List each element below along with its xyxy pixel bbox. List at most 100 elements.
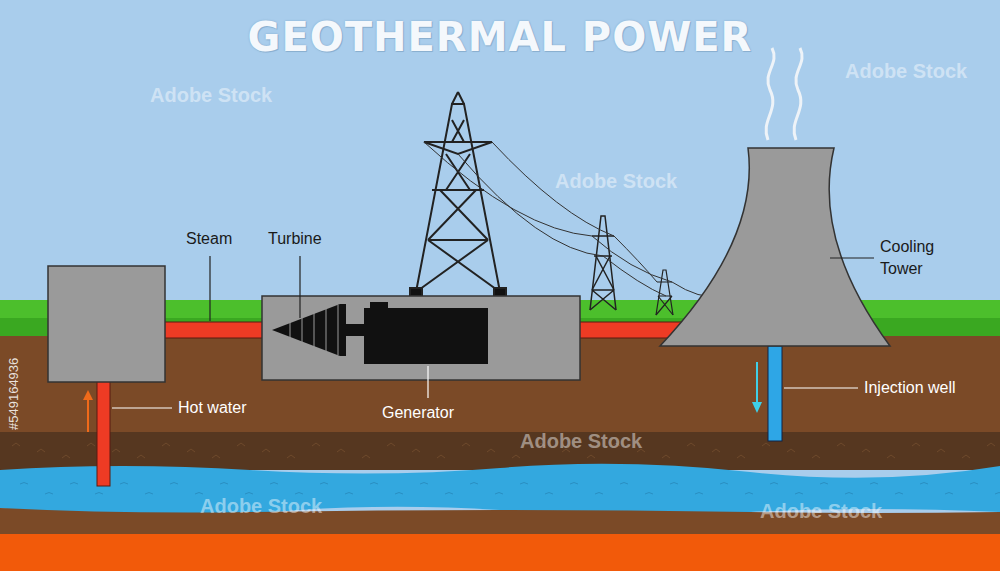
rock-texture <box>812 455 820 458</box>
turbine-blades <box>290 305 338 355</box>
watermark: Adobe Stock <box>150 84 272 107</box>
texture <box>12 443 1000 494</box>
water-texture <box>745 493 753 495</box>
water-texture <box>395 493 403 495</box>
water-texture <box>545 493 553 495</box>
water-texture <box>795 493 803 495</box>
watermark: Adobe Stock <box>520 430 642 453</box>
water-texture <box>170 483 178 485</box>
part-label: Steam <box>186 230 232 248</box>
rock-texture <box>387 443 395 446</box>
water-texture <box>295 493 303 495</box>
watermark: Adobe Stock <box>555 170 677 193</box>
power-line <box>424 142 720 297</box>
water-texture <box>670 483 678 485</box>
water-texture <box>645 493 653 495</box>
rock-texture <box>512 455 520 458</box>
water-texture <box>470 483 478 485</box>
hot-water-pipe <box>97 380 110 486</box>
water-texture <box>595 493 603 495</box>
rock-layer <box>0 432 1000 470</box>
water-texture <box>845 493 853 495</box>
water-texture <box>570 483 578 485</box>
rock-texture <box>787 449 795 452</box>
rock-texture <box>437 455 445 458</box>
water-texture <box>220 483 228 485</box>
rock-texture <box>487 449 495 452</box>
rock-texture <box>737 455 745 458</box>
rock-texture <box>37 449 45 452</box>
steam-pipe <box>163 322 265 338</box>
rock-texture <box>287 455 295 458</box>
pylon <box>410 92 506 296</box>
water-texture <box>320 483 328 485</box>
rock-texture <box>987 443 995 446</box>
cooling-tower <box>660 148 890 346</box>
rock-texture <box>887 455 895 458</box>
watermark: Adobe Stock <box>845 60 967 83</box>
flow-arrow <box>83 362 762 432</box>
rock-texture <box>262 449 270 452</box>
injection-pipe <box>768 346 782 441</box>
leader-line <box>210 256 874 321</box>
generator-cap <box>370 302 388 310</box>
water-texture <box>895 493 903 495</box>
water-texture <box>870 483 878 485</box>
water-texture <box>970 483 978 485</box>
rock-texture <box>137 455 145 458</box>
water-texture <box>20 483 28 485</box>
part-label: Hot water <box>178 399 246 417</box>
steam-puff <box>766 48 774 140</box>
rock-texture <box>12 443 20 446</box>
rock-texture <box>412 449 420 452</box>
water-texture <box>370 483 378 485</box>
water-texture <box>270 483 278 485</box>
water-texture <box>195 493 203 495</box>
water-texture <box>695 493 703 495</box>
rock-texture <box>687 443 695 446</box>
rock-texture <box>312 443 320 446</box>
water-texture <box>420 483 428 485</box>
generator <box>364 308 488 364</box>
title: GEOTHERMAL POWER <box>248 14 753 60</box>
water-texture <box>770 483 778 485</box>
magma <box>0 534 1000 571</box>
rock-texture <box>187 449 195 452</box>
rock-texture <box>362 455 370 458</box>
rock-texture <box>937 449 945 452</box>
wellhead-box <box>48 266 165 382</box>
water-texture <box>720 483 728 485</box>
rock-texture <box>862 449 870 452</box>
rock-texture <box>62 455 70 458</box>
part-label: Cooling Tower <box>880 236 950 280</box>
watermark: Adobe Stock <box>760 500 882 523</box>
water-texture <box>445 493 453 495</box>
steam-puff <box>794 48 802 140</box>
turbine <box>272 304 346 356</box>
part-label: Generator <box>382 404 454 422</box>
water-texture <box>920 483 928 485</box>
rock-texture <box>912 443 920 446</box>
water-texture <box>620 483 628 485</box>
rock-texture <box>662 455 670 458</box>
rock-texture <box>712 449 720 452</box>
water-texture <box>495 493 503 495</box>
watermark: #549164936 <box>6 358 21 430</box>
turbine-house <box>262 296 580 380</box>
rock-texture <box>462 443 470 446</box>
part-label: Turbine <box>268 230 322 248</box>
rock-texture <box>87 443 95 446</box>
rock-texture <box>962 455 970 458</box>
watermark: Adobe Stock <box>200 495 322 518</box>
part-label: Injection well <box>864 379 956 397</box>
rock-texture <box>162 443 170 446</box>
rock-texture <box>237 443 245 446</box>
water-texture <box>145 493 153 495</box>
water-texture <box>995 493 1000 495</box>
water-texture <box>945 493 953 495</box>
shaft <box>346 324 364 336</box>
water-texture <box>120 483 128 485</box>
rock-texture <box>587 455 595 458</box>
rock-texture <box>337 449 345 452</box>
